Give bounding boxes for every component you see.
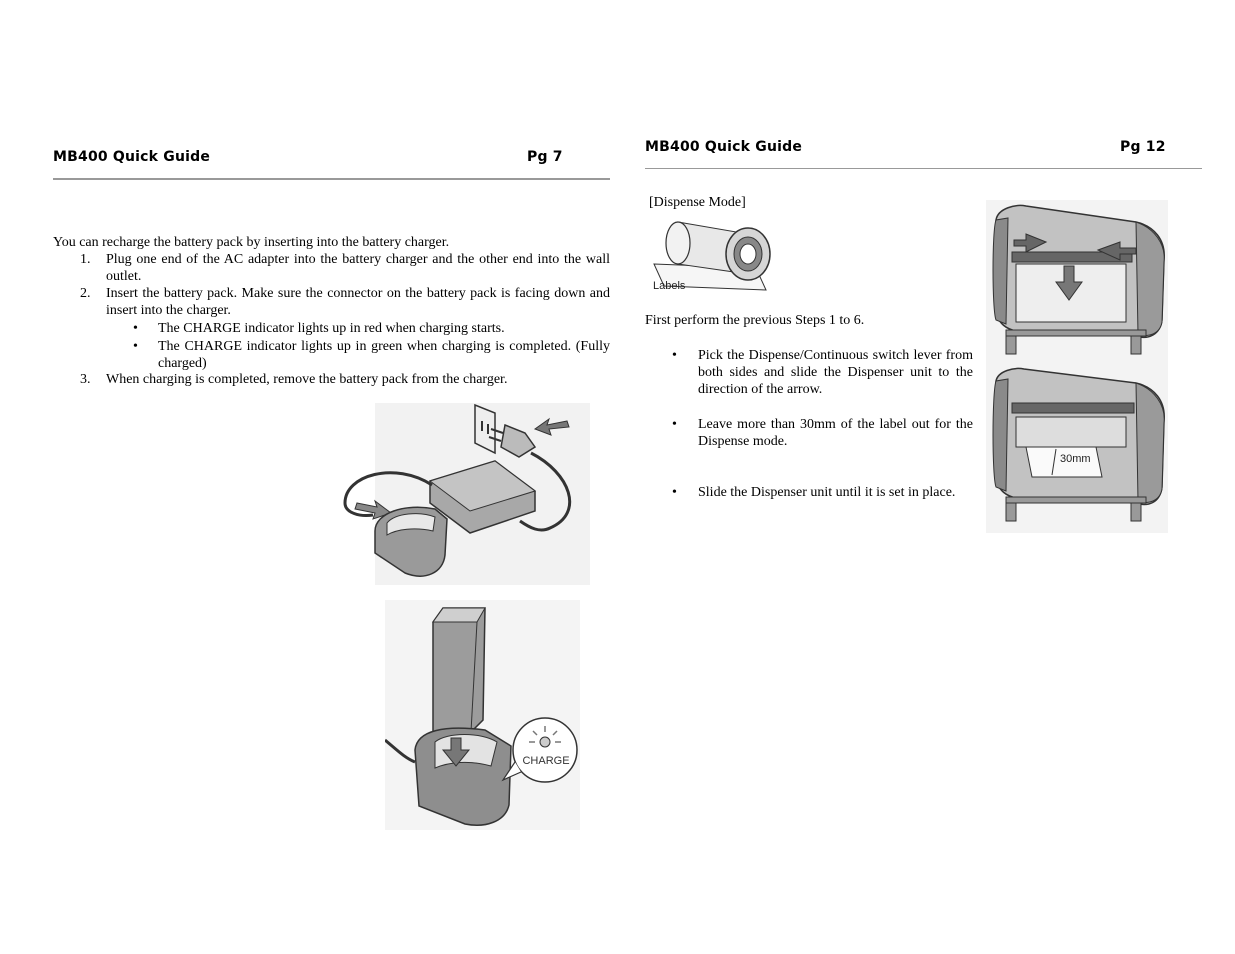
dispense-bullet-3-dot: • [672, 485, 677, 500]
left-header-title: MB400 Quick Guide [53, 149, 211, 165]
dispense-bullet-1-dot: • [672, 348, 677, 363]
left-header-page-number: Pg 7 [527, 149, 563, 165]
labels-roll-illustration: Labels [648, 212, 778, 298]
step-3-number: 3. [80, 372, 91, 387]
dispense-bullet-3-text: Slide the Dispenser unit until it is set… [698, 485, 956, 500]
right-header-page-number: Pg 12 [1120, 139, 1166, 155]
first-step-text: First perform the previous Steps 1 to 6. [645, 313, 865, 328]
sub-bullet-1-text: The CHARGE indicator lights up in red wh… [158, 321, 505, 336]
dispense-bullet-2-text: Leave more than 30mm of the label out fo… [698, 417, 973, 449]
left-intro-text: You can recharge the battery pack by ins… [53, 235, 450, 250]
battery-charging-illustration: CHARGE [385, 600, 580, 830]
dispense-bullet-2-dot: • [672, 417, 677, 432]
right-header-title: MB400 Quick Guide [645, 139, 803, 155]
right-header-rule [645, 168, 1202, 169]
step-1-text: Plug one end of the AC adapter into the … [106, 252, 610, 284]
step-2-text: Insert the battery pack. Make sure the c… [106, 286, 610, 318]
charger-adapter-illustration [335, 403, 590, 585]
printer-label-30mm-illustration: 30mm [986, 365, 1168, 533]
dispense-bullet-1-text: Pick the Dispense/Continuous switch leve… [698, 348, 973, 397]
left-header-rule [53, 178, 610, 180]
step-3-text: When charging is completed, remove the b… [106, 372, 508, 387]
sub-bullet-1-dot: • [133, 321, 138, 336]
measure-30mm-label: 30mm [1060, 453, 1091, 465]
step-1-number: 1. [80, 252, 91, 267]
sub-bullet-2-text: The CHARGE indicator lights up in green … [158, 339, 610, 371]
labels-caption: Labels [653, 280, 686, 292]
sub-bullet-2-dot: • [133, 339, 138, 354]
charge-indicator-label: CHARGE [522, 755, 570, 767]
printer-dispenser-open-illustration [986, 200, 1168, 365]
dispense-mode-title: [Dispense Mode] [649, 195, 746, 210]
step-2-number: 2. [80, 286, 91, 301]
